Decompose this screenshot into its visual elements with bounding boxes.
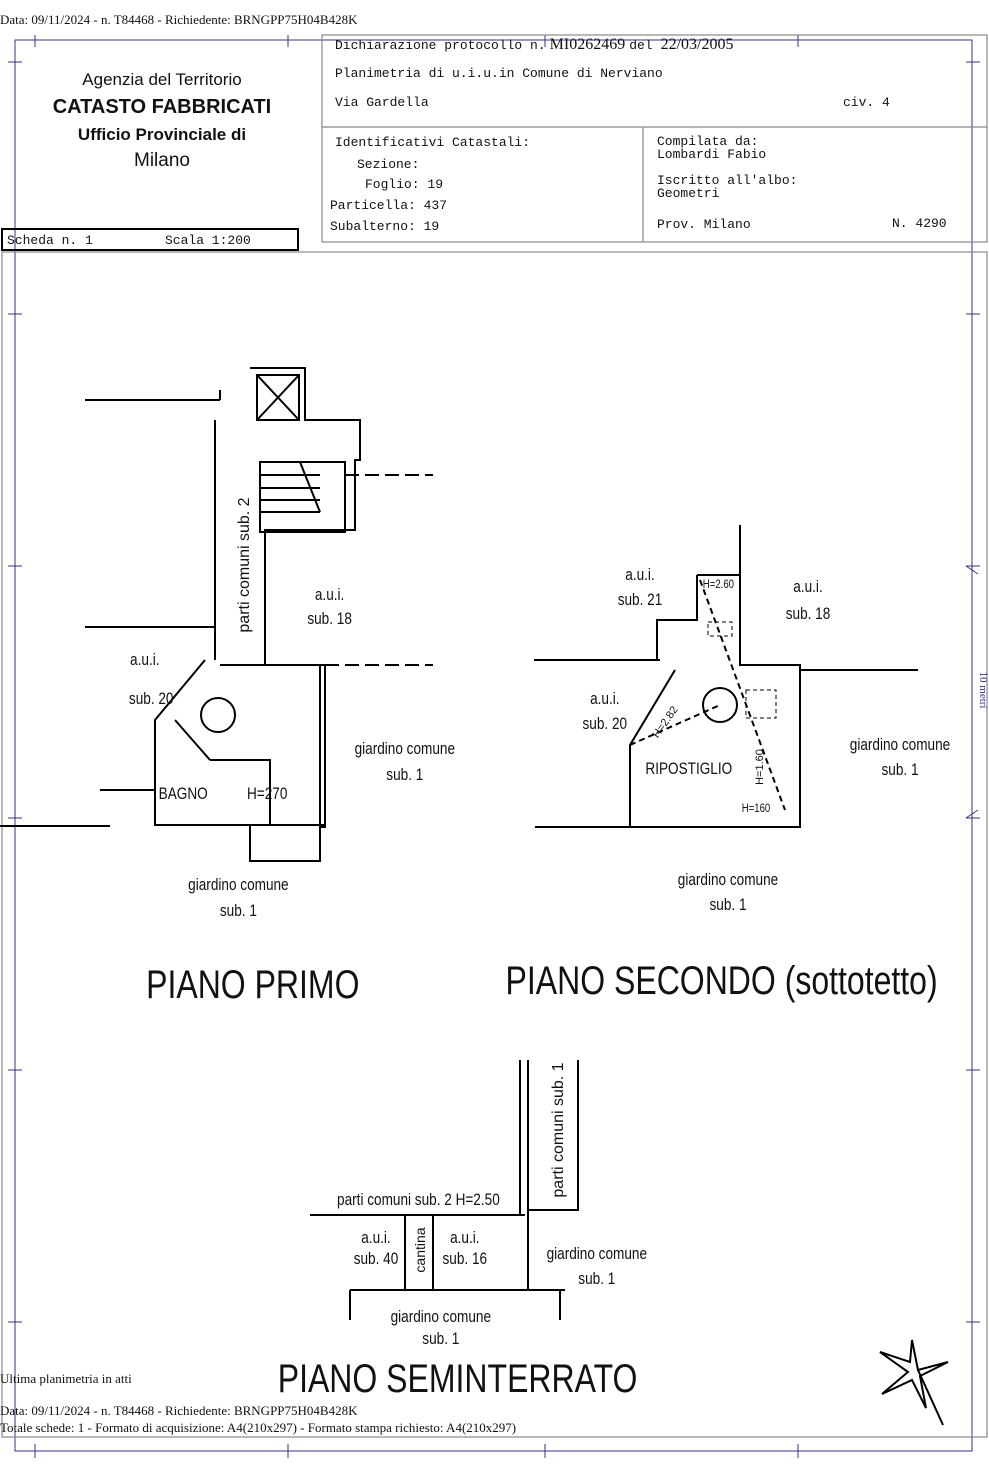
scheda-box xyxy=(1,228,299,251)
compiler-name: Lombardi Fabio xyxy=(657,147,767,162)
label-h160-vertical: H=1.60 xyxy=(754,749,766,785)
label-aui-18-second: a.u.i. xyxy=(793,578,822,597)
declaration-del: del xyxy=(629,38,653,53)
province: Prov. Milano xyxy=(657,217,751,232)
label-sub-40: sub. 40 xyxy=(354,1250,399,1269)
label-sub-18-second: sub. 18 xyxy=(786,605,831,624)
label-giardino-bottom: giardino comune xyxy=(188,876,288,895)
label-giardino-right-semi-sub: sub. 1 xyxy=(578,1270,615,1289)
label-aui-16: a.u.i. xyxy=(450,1229,479,1248)
street: Via Gardella xyxy=(335,95,429,110)
label-aui-20: a.u.i. xyxy=(130,651,159,670)
page-frame xyxy=(1,34,988,1438)
piano-seminterrato-walls xyxy=(310,1060,579,1320)
label-bagno: BAGNO xyxy=(159,785,208,804)
foglio: Foglio: 19 xyxy=(365,177,444,192)
scale-bar-label: 10 metri xyxy=(977,672,989,709)
label-giardino-bottom-semi-sub: sub. 1 xyxy=(422,1330,459,1349)
label-aui-18: a.u.i. xyxy=(315,586,344,605)
label-giardino-bottom-sub: sub. 1 xyxy=(220,902,257,921)
label-sub-20-second: sub. 20 xyxy=(583,715,628,734)
label-sub-18: sub. 18 xyxy=(307,610,352,629)
agency-city: Milano xyxy=(134,150,190,171)
north-arrow-icon xyxy=(879,1339,949,1426)
piano-secondo-walls xyxy=(534,525,918,828)
planimetria-line: Planimetria di u.i.u.in Comune di Nervia… xyxy=(335,66,663,81)
identifiers-title: Identificativi Catastali: xyxy=(335,135,531,150)
declaration-number: MI0262469 xyxy=(549,36,626,53)
declaration-prefix: Dichiarazione protocollo n. xyxy=(335,38,546,53)
label-giardino-right-second: giardino comune xyxy=(850,736,950,755)
label-h160: H=160 xyxy=(742,802,771,815)
compiler-label: Compilata da: xyxy=(657,134,759,149)
registration-number: N. 4290 xyxy=(892,216,947,231)
footer-ultima: Ultima planimetria in atti xyxy=(0,1371,132,1386)
piano-primo-walls xyxy=(0,367,433,862)
declaration-date: 22/03/2005 xyxy=(660,36,734,53)
label-parti-comuni-1: parti comuni sub. 1 xyxy=(550,1062,567,1197)
label-sub-21: sub. 21 xyxy=(618,591,663,610)
particella: Particella: 437 xyxy=(330,198,448,213)
label-giardino-bottom-second: giardino comune xyxy=(678,871,778,890)
label-aui-40: a.u.i. xyxy=(361,1229,390,1248)
label-giardino-right-second-sub: sub. 1 xyxy=(881,761,918,780)
label-aui-20-second: a.u.i. xyxy=(590,690,619,709)
piano-primo-title: PIANO PRIMO xyxy=(146,962,359,1007)
civic-number: civ. 4 xyxy=(843,95,890,110)
piano-seminterrato-title: PIANO SEMINTERRATO xyxy=(278,1356,638,1401)
label-giardino-right-semi: giardino comune xyxy=(547,1245,647,1264)
albo-label: Iscritto all'albo: xyxy=(657,173,798,188)
albo-value: Geometri xyxy=(657,186,720,201)
label-sub-16: sub. 16 xyxy=(443,1250,488,1269)
label-giardino-right-sub: sub. 1 xyxy=(386,766,423,785)
scheda-number: Scheda n. 1 xyxy=(7,233,93,248)
agency-catasto: CATASTO FABBRICATI xyxy=(52,96,272,118)
label-h282: H=2.82 xyxy=(650,704,680,740)
label-giardino-bottom-semi: giardino comune xyxy=(391,1308,491,1327)
agency-office: Ufficio Provinciale di xyxy=(77,125,247,144)
label-h260: H=2.60 xyxy=(703,578,734,591)
label-giardino-right: giardino comune xyxy=(355,740,455,759)
sezione: Sezione: xyxy=(357,157,420,172)
scheda-scale: Scala 1:200 xyxy=(165,233,251,248)
label-parti-comuni-2-seminterrato: parti comuni sub. 2 H=2.50 xyxy=(337,1191,500,1210)
blue-frame xyxy=(8,35,980,1458)
footer-totale: Totale schede: 1 - Formato di acquisizio… xyxy=(0,1420,517,1435)
footer-data: Data: 09/11/2024 - n. T84468 - Richieden… xyxy=(0,1403,358,1418)
label-sub-20: sub. 20 xyxy=(129,690,174,709)
request-header: Data: 09/11/2024 - n. T84468 - Richieden… xyxy=(0,12,358,27)
label-aui-21: a.u.i. xyxy=(625,566,654,585)
label-ripostiglio: RIPOSTIGLIO xyxy=(645,760,732,779)
label-parti-comuni-2: parti comuni sub. 2 xyxy=(236,497,253,632)
declaration-line: Dichiarazione protocollo n. MI0262469 de… xyxy=(335,36,734,54)
agency-name: Agenzia del Territorio xyxy=(82,70,242,89)
subalterno: Subalterno: 19 xyxy=(330,219,440,234)
label-cantina: cantina xyxy=(412,1227,428,1272)
piano-secondo-title: PIANO SECONDO (sottotetto) xyxy=(506,958,938,1003)
label-giardino-bottom-second-sub: sub. 1 xyxy=(709,896,746,915)
label-h270: H=270 xyxy=(247,785,287,804)
